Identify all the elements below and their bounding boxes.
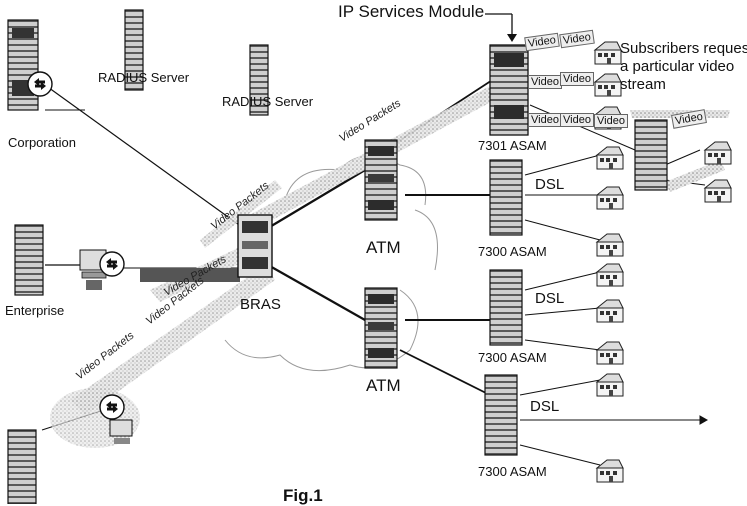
bottom-left-server [7, 429, 37, 504]
link-bras-atm-top [267, 169, 366, 229]
house-icon [704, 179, 732, 203]
asam-7300-b-label: 7300 ASAM [478, 350, 547, 365]
video-stream-band-4 [200, 180, 282, 248]
asam-7300-b [489, 269, 523, 346]
house-icon [594, 73, 622, 97]
asam-7301 [489, 44, 529, 136]
video-tag: Video [560, 72, 594, 86]
asam-7300-c-label: 7300 ASAM [478, 464, 547, 479]
dsl-label-1: DSL [535, 176, 565, 193]
bottom-left-router-icon [99, 394, 125, 420]
radius-server-2 [249, 44, 269, 116]
figure-caption: Fig.1 [283, 486, 323, 505]
ip-services-module-label: IP Services Module [338, 2, 485, 21]
atm-switch-top [364, 139, 398, 221]
link-atm-bottom-asam-c [399, 349, 491, 396]
bottom-left-pc-icon [109, 419, 133, 444]
house-icon [596, 263, 624, 287]
side-rack [634, 119, 668, 191]
house-icon [596, 299, 624, 323]
radius-server-1 [124, 9, 144, 91]
corporation-router-icon [27, 71, 53, 97]
house-icon [596, 373, 624, 397]
bras-label: BRAS [240, 296, 281, 313]
subscriber-houses [594, 41, 732, 483]
video-stream-band-7 [665, 160, 725, 192]
enterprise-router-icon [99, 251, 125, 277]
asam-7300-a-label: 7300 ASAM [478, 244, 547, 259]
link-bras-atm-bottom [267, 264, 366, 321]
video-stream-band-5 [140, 268, 240, 282]
links [41, 74, 709, 466]
atm-bottom-label: ATM [366, 376, 401, 395]
subscribers-note-line-2: a particular video [620, 58, 735, 75]
house-icon [596, 341, 624, 365]
subscribers-note-line-3: stream [620, 76, 666, 93]
ipsm-arrow [485, 13, 517, 42]
dsl-label-3: DSL [530, 398, 560, 415]
video-tag: Video [528, 113, 562, 127]
video-tag: Video [528, 75, 562, 89]
house-icon [596, 186, 624, 210]
video-tag: Video [560, 113, 594, 127]
corporation-label: Corporation [8, 135, 76, 150]
asam-7300-a [489, 159, 523, 236]
dsl-label-2: DSL [535, 290, 565, 307]
radius-server-1-label: RADIUS Server [98, 70, 190, 85]
house-icon [704, 141, 732, 165]
corporation-server [7, 19, 39, 111]
house-icon [596, 233, 624, 257]
video-tag: Video [594, 114, 628, 128]
video-stream-band-3 [70, 265, 275, 415]
radius-server-2-label: RADIUS Server [222, 94, 314, 109]
subscribers-note-line-1: Subscribers request [620, 40, 747, 57]
atm-switch-bottom [364, 287, 398, 369]
house-icon [594, 41, 622, 65]
link-corporation-bras [44, 84, 261, 241]
house-icon [596, 459, 624, 483]
bras-device [237, 214, 273, 278]
enterprise-server [14, 224, 44, 296]
asam-7300-c [484, 374, 518, 456]
house-icon [596, 146, 624, 170]
enterprise-label: Enterprise [5, 303, 65, 318]
atm-top-label: ATM [366, 238, 401, 257]
asam-7301-label: 7301 ASAM [478, 138, 547, 153]
